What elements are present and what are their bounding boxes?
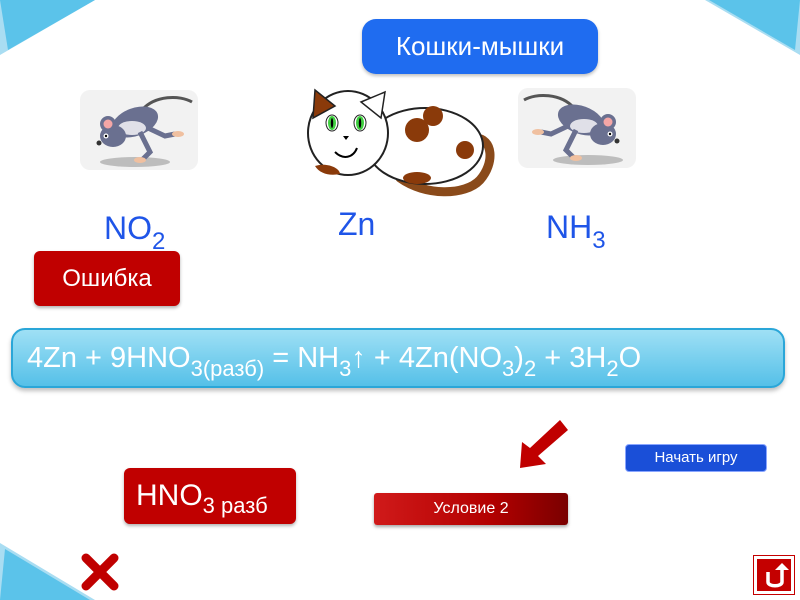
cat-icon[interactable]: [305, 88, 495, 208]
equation-sub-3: 3: [502, 356, 515, 381]
formula-no2-main: NO: [104, 210, 152, 246]
mouse-icon: [523, 94, 623, 165]
title-button[interactable]: Кошки-мышки: [362, 19, 598, 74]
equation-sub-5: 2: [606, 356, 619, 381]
close-icon[interactable]: [80, 552, 120, 592]
equation-part-4: ): [514, 342, 524, 374]
hno3-main: HNO: [136, 479, 203, 512]
mouse-card-right[interactable]: [518, 88, 636, 168]
mouse-icon: [96, 96, 193, 167]
return-button[interactable]: [753, 555, 795, 595]
equation-part-5: + 3H: [536, 342, 607, 374]
corner-top-right: [705, 0, 800, 55]
error-button[interactable]: Ошибка: [34, 251, 180, 306]
equation-sub-1: 3(разб): [190, 356, 265, 381]
formula-nh3-sub: 3: [592, 227, 606, 254]
equation-sub-4: 2: [523, 356, 537, 381]
mouse-card-left[interactable]: [80, 90, 198, 170]
equation-part-2: = NH: [264, 342, 340, 374]
equation-part-6: O: [618, 342, 642, 374]
start-game-button[interactable]: Начать игру: [625, 444, 767, 472]
corner-bottom-left: [0, 543, 95, 600]
formula-nh3-main: NH: [546, 209, 593, 245]
formula-no2: NO2: [104, 208, 165, 262]
return-icon: [766, 563, 789, 588]
corner-top-left: [0, 0, 95, 55]
equation-bar: 4Zn + 9HNO3(разб) = NH3↑ + 4Zn(NO3)2 + 3…: [11, 328, 785, 388]
hno3-sub: 3 разб: [202, 493, 268, 518]
formula-nh3: NH3: [546, 207, 606, 261]
equation-sub-2: 3: [339, 356, 352, 381]
condition-button[interactable]: Условие 2: [374, 493, 568, 525]
equation-part-1: 4Zn + 9HNO: [27, 342, 191, 374]
arrow-down-left-icon: [520, 420, 568, 468]
equation-part-3: ↑ + 4Zn(NO: [351, 342, 503, 374]
hno3-button[interactable]: HNO3 разб: [124, 468, 296, 524]
formula-zn: Zn: [338, 206, 376, 242]
formula-no2-sub: 2: [152, 228, 166, 255]
